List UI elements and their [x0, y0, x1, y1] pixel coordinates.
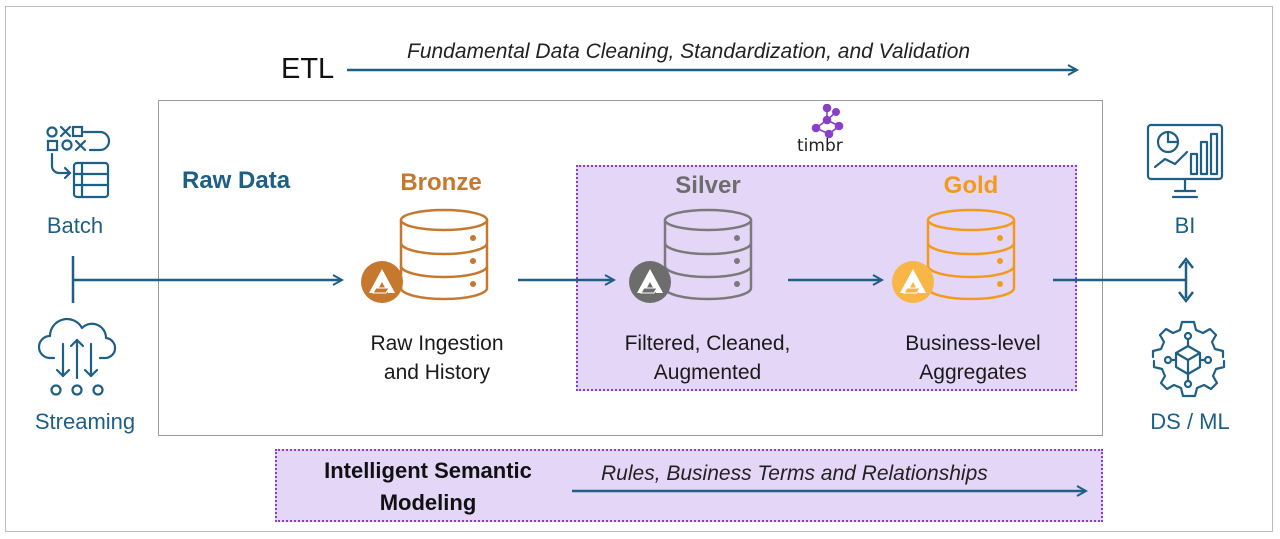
bronze-stage-badge-icon — [361, 261, 403, 303]
bi-label: BI — [1174, 213, 1196, 238]
neural-gear-icon — [1151, 320, 1226, 398]
silver-stage-badge-icon — [629, 261, 671, 303]
timbr-logo-icon — [811, 104, 844, 139]
bronze-description: Raw Ingestion and History — [370, 332, 504, 384]
outer-frame — [5, 6, 1273, 532]
ds-ml-label: DS / ML — [1150, 409, 1230, 434]
silver-title: Silver — [675, 172, 741, 199]
silver-database-icon — [663, 208, 753, 301]
etl-description: Fundamental Data Cleaning, Standardizati… — [407, 40, 971, 63]
gold-description: Business-level Aggregates — [905, 332, 1041, 384]
semantic-modeling-title: Intelligent Semantic Modeling — [324, 458, 532, 515]
streaming-label: Streaming — [34, 409, 136, 434]
dashboard-monitor-icon — [1146, 123, 1224, 199]
semantic-modeling-description: Rules, Business Terms and Relationships — [601, 462, 988, 485]
bronze-title: Bronze — [400, 169, 482, 196]
gold-stage-badge-icon — [892, 261, 934, 303]
cloud-streaming-icon — [37, 317, 117, 396]
semantic-modeling-box — [275, 449, 1103, 522]
gold-database-icon — [926, 208, 1016, 301]
batch-label: Batch — [46, 213, 104, 238]
bronze-database-icon — [399, 208, 489, 301]
etl-label: ETL — [281, 53, 335, 85]
silver-description: Filtered, Cleaned, Augmented — [624, 332, 791, 384]
raw-data-title: Raw Data — [182, 167, 291, 194]
timbr-brand-name: timbr — [797, 136, 843, 156]
batch-process-icon — [46, 125, 111, 199]
gold-title: Gold — [943, 172, 999, 199]
